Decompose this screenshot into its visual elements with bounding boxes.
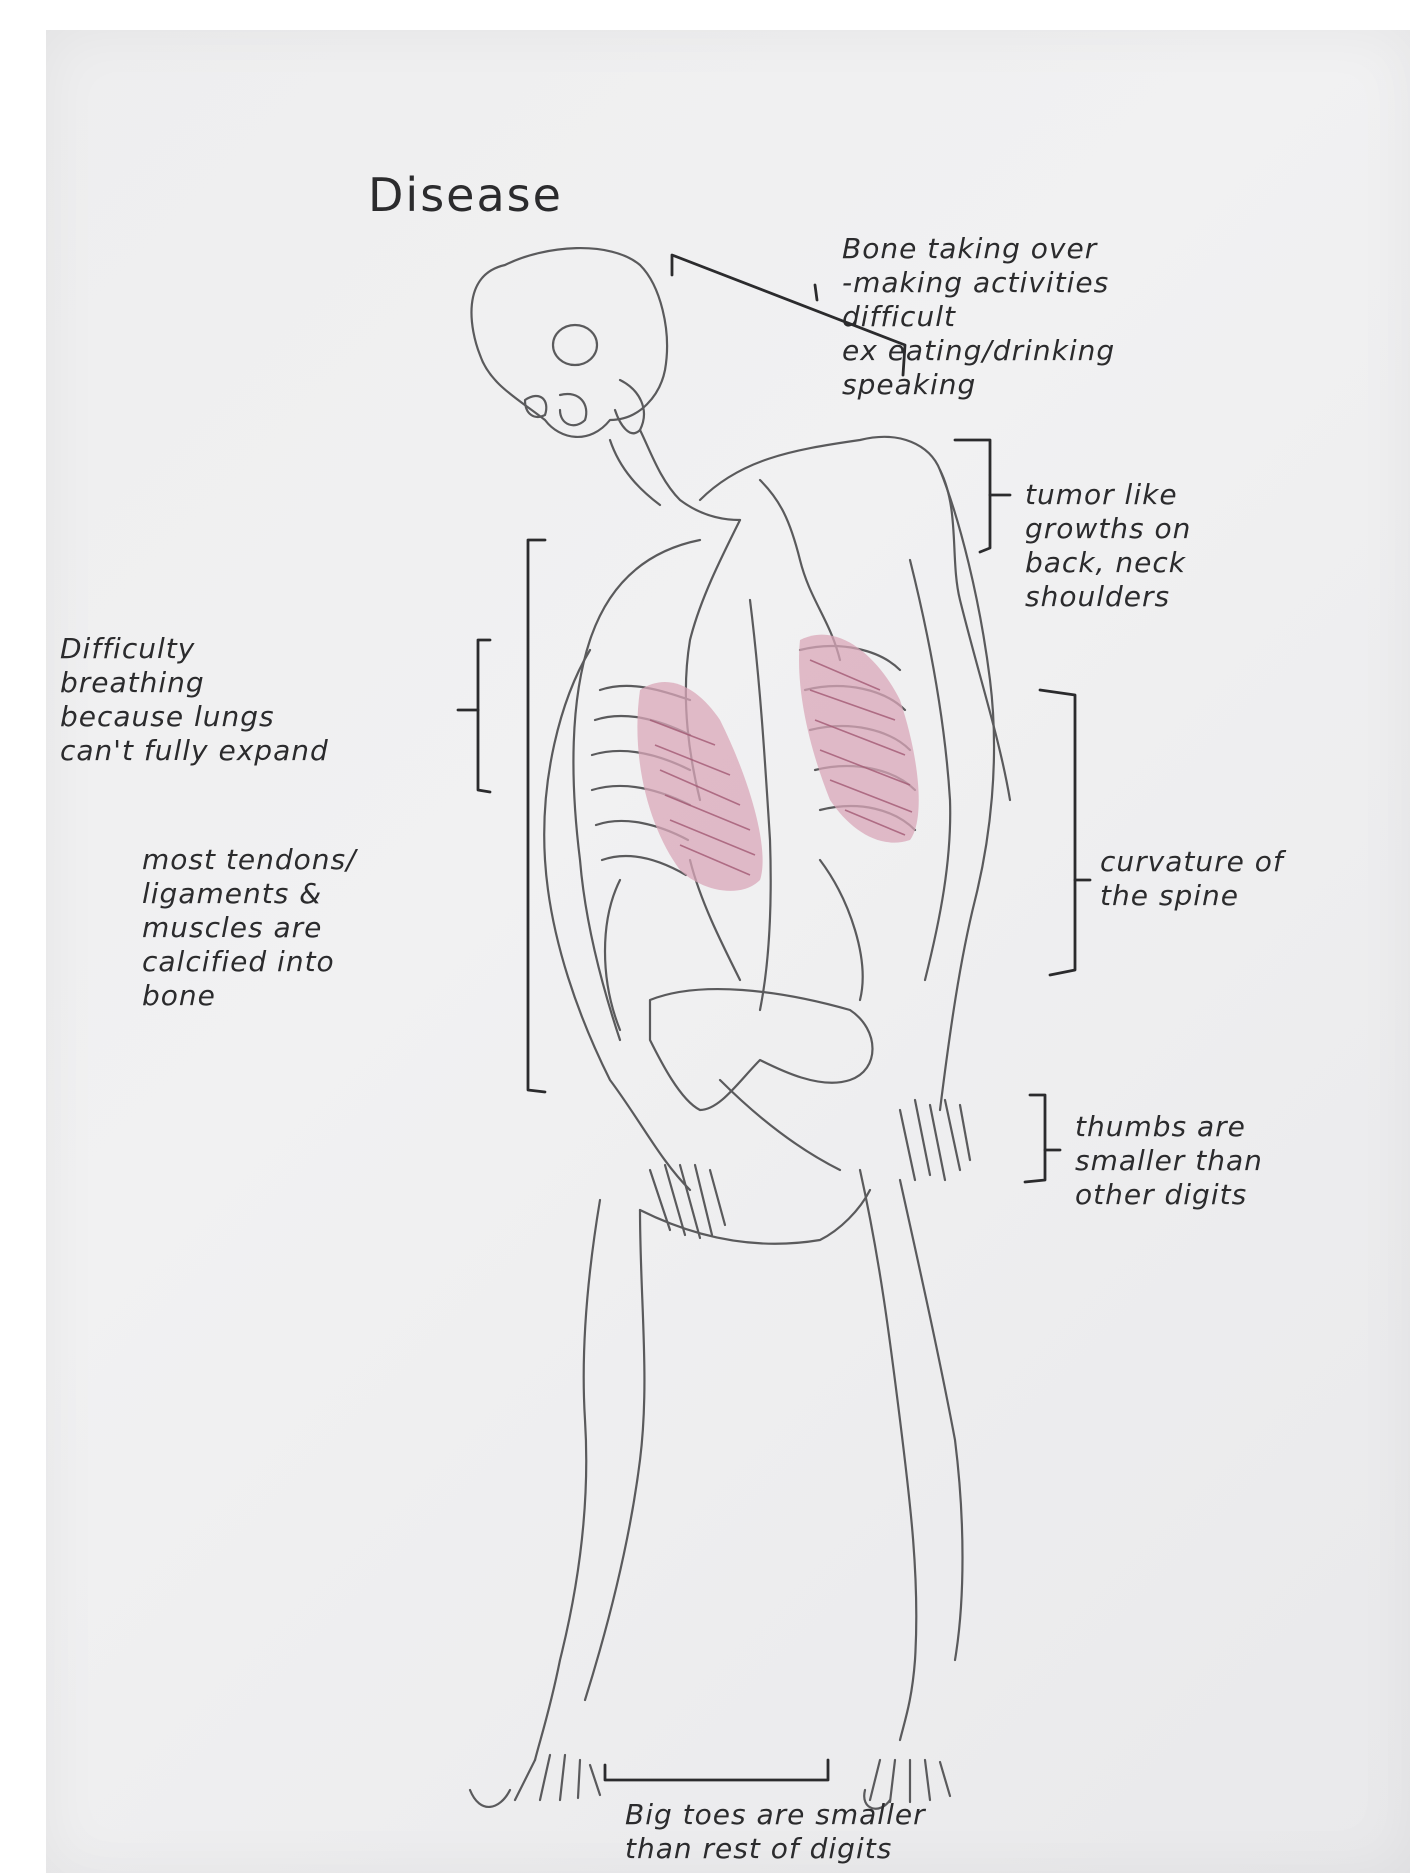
page-title: Disease [368,170,563,220]
annotation-spine: curvature of the spine [1100,845,1360,913]
bracket-torso [528,540,545,1092]
lungs [637,635,918,891]
annotation-breathing: Difficulty breathing because lungs can't… [60,632,460,768]
bracket-spine [1040,690,1075,975]
left-hand [650,1165,725,1238]
bracket-neck-tick [815,285,817,300]
left-leg [535,1200,600,1760]
annotation-calcified: most tendons/ ligaments & muscles are ca… [142,843,452,1013]
annotation-toes: Big toes are smaller than rest of digits [625,1798,1125,1866]
left-lung [637,682,762,891]
right-lung [799,635,919,843]
right-leg [860,1170,916,1740]
right-hand [900,1100,970,1180]
annotation-growths: tumor like growths on back, neck shoulde… [1025,478,1265,614]
neck [640,430,740,520]
eye-socket [553,325,597,365]
right-arm [940,470,994,1110]
bracket-growths [955,440,990,552]
jaw [560,394,586,425]
left-foot [470,1755,600,1807]
annotation-neck: Bone taking over -making activities diff… [842,232,1382,402]
bracket-thumbs [1025,1095,1045,1182]
bracket-toes [605,1760,828,1780]
annotation-thumbs: thumbs are smaller than other digits [1075,1110,1355,1212]
skull [471,248,667,437]
bracket-breathing [478,640,490,792]
